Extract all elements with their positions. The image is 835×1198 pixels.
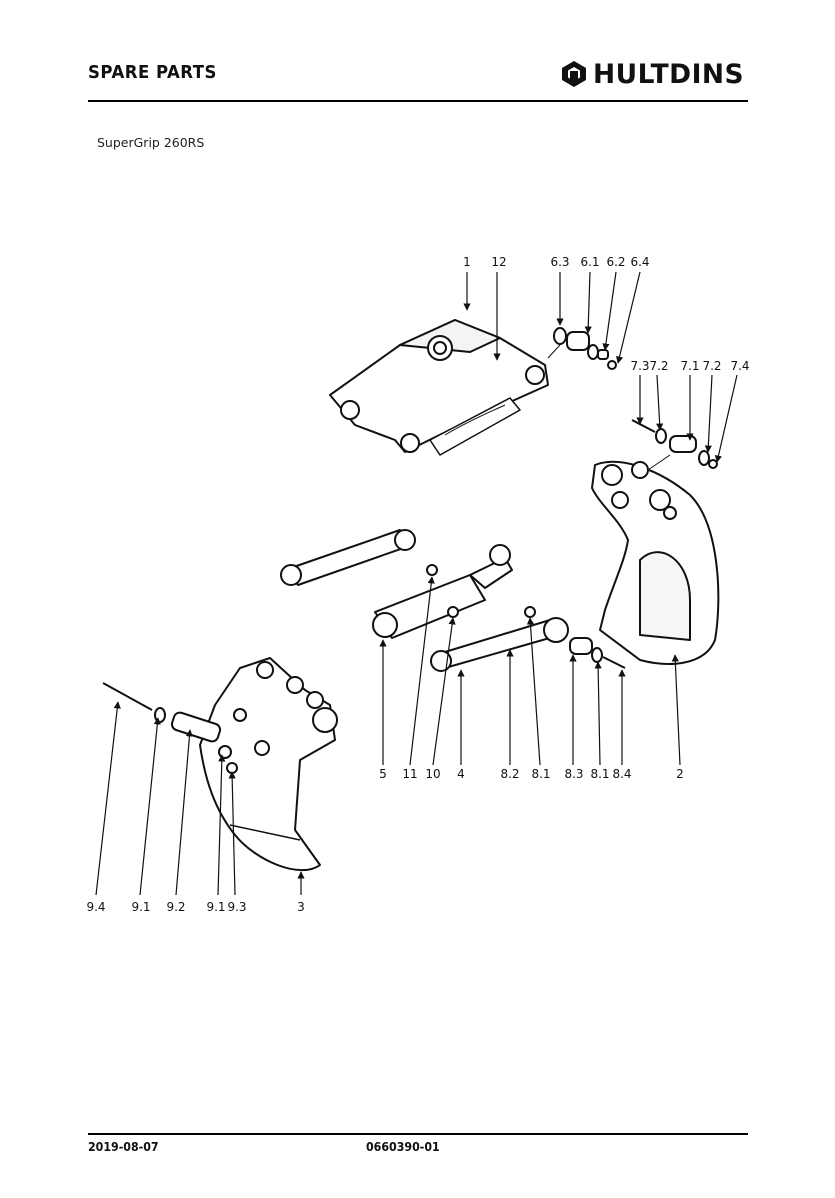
part-label: 9.1 bbox=[206, 900, 225, 914]
pin-set-9-part bbox=[102, 682, 238, 774]
footer-date: 2019-08-07 bbox=[88, 1140, 159, 1154]
part-label: 6.1 bbox=[580, 255, 599, 269]
part-label: 9.1 bbox=[131, 900, 150, 914]
part-label: 8.4 bbox=[612, 767, 631, 781]
pin-set-7-part bbox=[631, 419, 718, 469]
header-rule bbox=[88, 100, 748, 102]
hydraulic-cylinder-5-part bbox=[372, 544, 513, 639]
link-arm-lower-part bbox=[430, 617, 569, 672]
part-label: 8.2 bbox=[500, 767, 519, 781]
part-label: 11 bbox=[402, 767, 417, 781]
link-arm-upper-part bbox=[280, 529, 416, 586]
footer-rule bbox=[88, 1133, 748, 1135]
part-label: 5 bbox=[379, 767, 387, 781]
jaw-arm-2-part bbox=[591, 460, 720, 665]
part-label: 3 bbox=[297, 900, 305, 914]
part-label: 6.4 bbox=[630, 255, 649, 269]
brand-name: HULTDINS bbox=[592, 58, 744, 90]
part-label: 6.3 bbox=[550, 255, 569, 269]
part-label: 7.3 bbox=[630, 359, 649, 373]
part-label: 7.2 bbox=[702, 359, 721, 373]
part-label: 10 bbox=[425, 767, 440, 781]
part-label: 8.1 bbox=[590, 767, 609, 781]
product-name: SuperGrip 260RS bbox=[97, 135, 205, 150]
part-label: 2 bbox=[676, 767, 684, 781]
part-label: 8.1 bbox=[531, 767, 550, 781]
part-label: 9.2 bbox=[166, 900, 185, 914]
frame-bracket-part bbox=[329, 319, 549, 456]
page-title: SPARE PARTS bbox=[88, 62, 217, 83]
part-label: 9.3 bbox=[227, 900, 246, 914]
brand-logo: HULTDINS bbox=[559, 58, 747, 90]
part-label: 7.1 bbox=[680, 359, 699, 373]
part-label: 12 bbox=[491, 255, 506, 269]
part-label: 7.2 bbox=[649, 359, 668, 373]
part-label: 9.4 bbox=[86, 900, 105, 914]
part-label: 4 bbox=[457, 767, 465, 781]
part-label: 1 bbox=[463, 255, 471, 269]
jaw-arm-3-part bbox=[199, 657, 338, 872]
footer-doc-number: 0660390-01 bbox=[366, 1140, 440, 1154]
pin-set-6-part bbox=[553, 327, 617, 370]
part-label: 7.4 bbox=[730, 359, 749, 373]
part-label: 8.3 bbox=[564, 767, 583, 781]
hultdins-logo-icon bbox=[561, 61, 586, 87]
part-label: 6.2 bbox=[606, 255, 625, 269]
pin-set-8-part bbox=[524, 606, 626, 669]
